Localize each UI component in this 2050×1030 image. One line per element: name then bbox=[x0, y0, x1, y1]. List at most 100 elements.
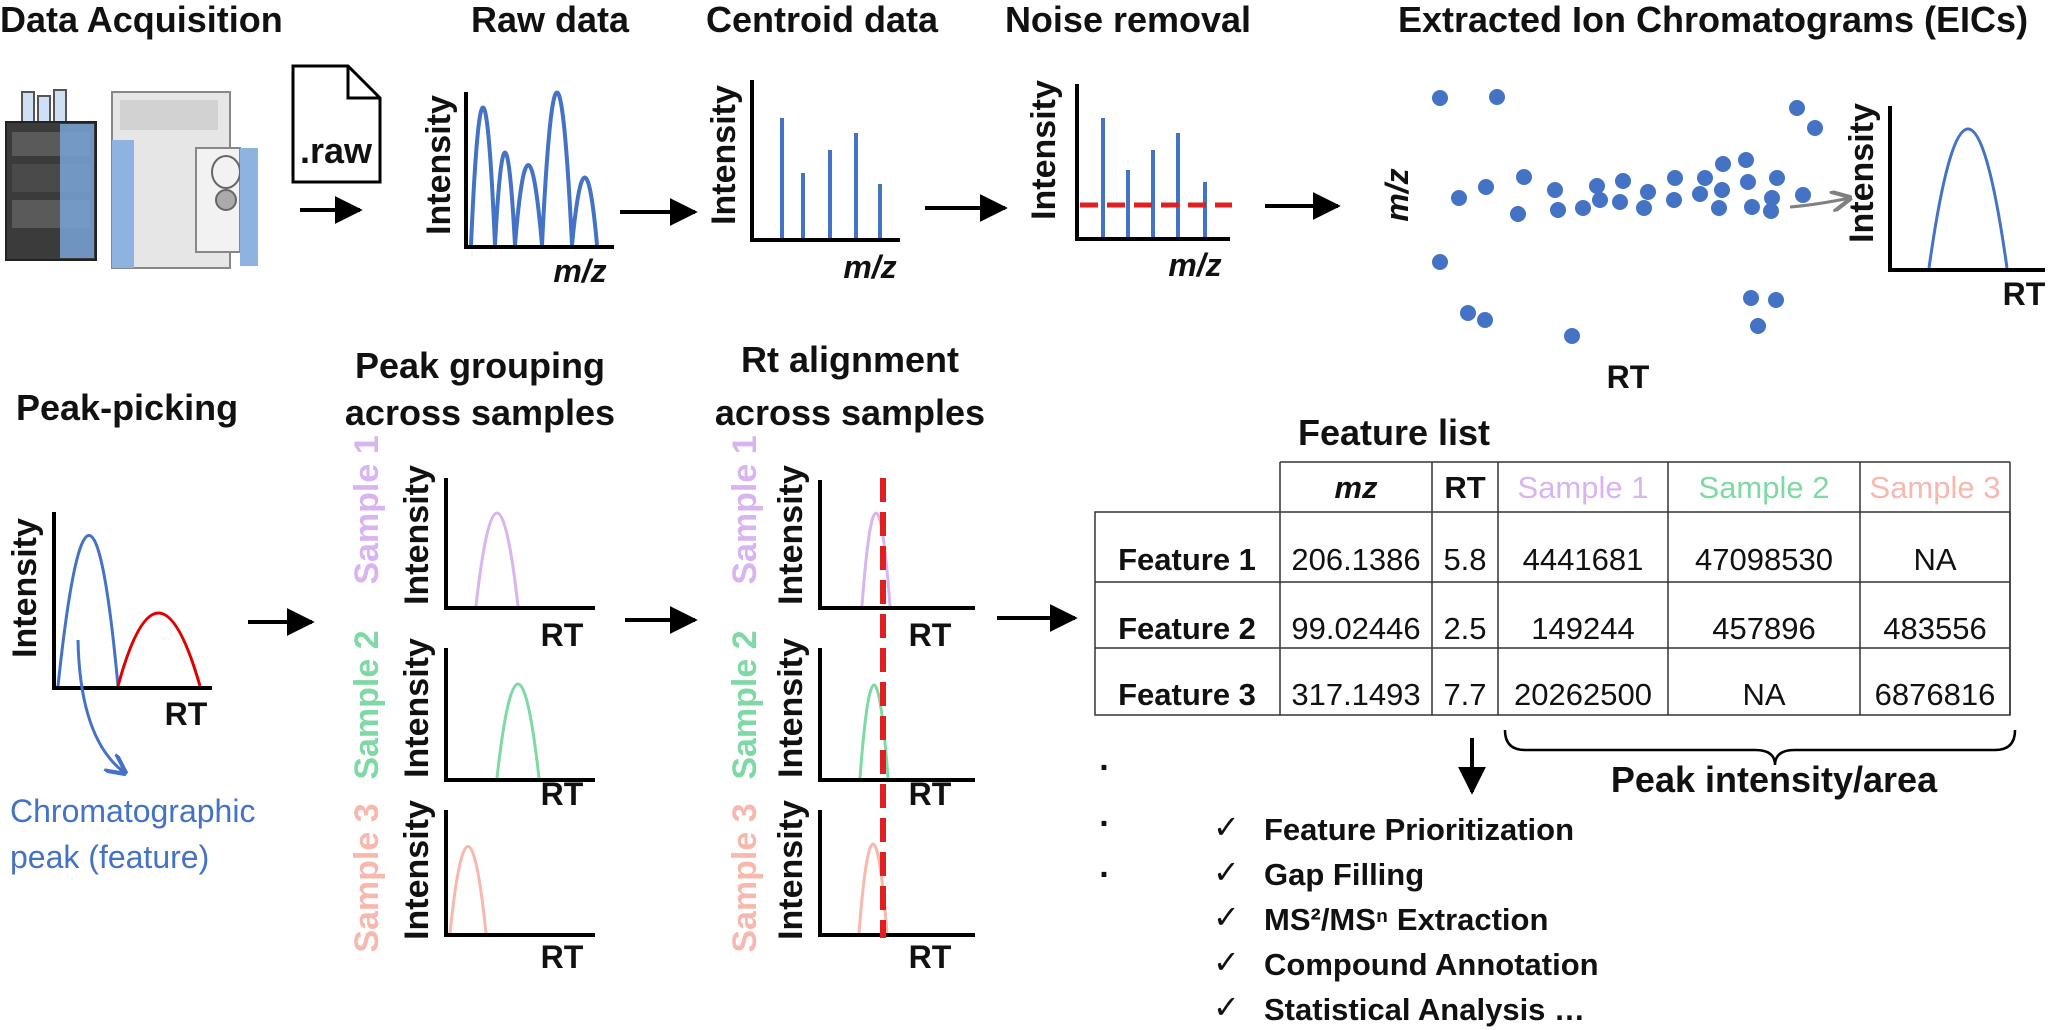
downstream-item: ✓ MS²/MSⁿ Extraction bbox=[1213, 899, 1548, 937]
step-title-noise: Noise removal bbox=[1005, 0, 1251, 40]
eic-chrom-x-axis-label: RT bbox=[2003, 276, 2046, 312]
centroid-y-axis-label: Intensity bbox=[705, 85, 743, 225]
table-cell-sample-2: 47098530 bbox=[1695, 542, 1833, 577]
eic-x-axis-label: RT bbox=[1607, 359, 1650, 395]
step-title-grouping-line1: Peak grouping bbox=[355, 345, 605, 386]
table-cell-sample-2: NA bbox=[1742, 677, 1785, 712]
grouping-s2-x-axis-label: RT bbox=[541, 776, 584, 812]
step-title-grouping-line2: across samples bbox=[345, 392, 615, 433]
alignment-s2-x-axis-label: RT bbox=[909, 776, 952, 812]
raw-file-label: .raw bbox=[300, 130, 373, 171]
step-title-acquisition: Data Acquisition bbox=[0, 0, 283, 40]
table-cell-rt: 2.5 bbox=[1443, 611, 1486, 646]
eic-chrom-peak bbox=[1927, 127, 2009, 269]
pp-annotation-line1: Chromatographic bbox=[10, 793, 255, 829]
alignment-sample-3-label: Sample 3 bbox=[726, 803, 764, 952]
feature-table bbox=[1094, 461, 2011, 716]
alignment-sample-1: Sample 1 Intensity RT bbox=[726, 435, 975, 653]
table-header-rt: RT bbox=[1444, 470, 1485, 505]
ellipsis-dot-2: . bbox=[1099, 796, 1108, 834]
table-row-label: Feature 1 bbox=[1118, 542, 1256, 577]
downstream-list: ✓ Feature Prioritization ✓ Gap Filling ✓… bbox=[1213, 809, 1599, 1027]
peak-intensity-brace bbox=[1503, 729, 2017, 766]
grouping-s3-peak bbox=[448, 845, 488, 934]
table-cell-sample-2: 457896 bbox=[1712, 611, 1815, 646]
feature-list-title: Feature list bbox=[1298, 412, 1490, 453]
noise-axes bbox=[1075, 84, 1230, 241]
centroid-x-axis-label: m/z bbox=[843, 249, 896, 285]
noise-y-axis-label: Intensity bbox=[1025, 80, 1063, 220]
alignment-s1-y-axis-label: Intensity bbox=[772, 465, 810, 605]
table-header-sample-1: Sample 1 bbox=[1518, 470, 1649, 505]
downstream-item-label: MS²/MSⁿ Extraction bbox=[1264, 902, 1548, 937]
eic-scatter-points bbox=[1432, 89, 1823, 344]
downstream-item-label: Gap Filling bbox=[1264, 857, 1424, 892]
lc-ms-instrument-icon bbox=[5, 89, 258, 269]
table-header-sample-3: Sample 3 bbox=[1870, 470, 2001, 505]
step-title-raw: Raw data bbox=[471, 0, 630, 40]
noise-sticks bbox=[1101, 118, 1207, 237]
alignment-s3-x-axis-label: RT bbox=[909, 939, 952, 975]
check-icon: ✓ bbox=[1213, 854, 1240, 890]
pp-axes bbox=[52, 512, 212, 690]
pp-y-axis-label: Intensity bbox=[6, 518, 44, 658]
pp-peak-blue bbox=[56, 534, 120, 687]
step-title-eic: Extracted Ion Chromatograms (EICs) bbox=[1398, 0, 2028, 40]
table-cell-mz: 206.1386 bbox=[1291, 542, 1420, 577]
raw-x-axis-label: m/z bbox=[553, 253, 606, 289]
table-row-3: Feature 3 317.1493 7.7 20262500 NA 68768… bbox=[1118, 677, 1995, 712]
downstream-item: ✓ Compound Annotation bbox=[1213, 944, 1599, 982]
raw-y-axis-label: Intensity bbox=[420, 95, 458, 235]
alignment-s1-peak bbox=[860, 511, 892, 607]
table-cell-sample-3: NA bbox=[1913, 542, 1956, 577]
raw-file-icon bbox=[291, 64, 382, 184]
table-cell-sample-1: 20262500 bbox=[1514, 677, 1652, 712]
grouping-s1-x-axis-label: RT bbox=[541, 617, 584, 653]
table-cell-sample-1: 4441681 bbox=[1523, 542, 1644, 577]
alignment-s2-y-axis-label: Intensity bbox=[772, 638, 810, 778]
downstream-item: ✓ Feature Prioritization bbox=[1213, 809, 1574, 847]
grouping-sample-3-label: Sample 3 bbox=[348, 803, 386, 952]
pp-feature-pointer bbox=[76, 639, 125, 773]
step-title-centroid: Centroid data bbox=[706, 0, 939, 40]
downstream-item-label: Compound Annotation bbox=[1264, 947, 1599, 982]
noise-x-axis-label: m/z bbox=[1168, 247, 1221, 283]
grouping-sample-2-label: Sample 2 bbox=[348, 630, 386, 779]
downstream-item: ✓ Gap Filling bbox=[1213, 854, 1424, 892]
table-row-label: Feature 3 bbox=[1118, 677, 1256, 712]
table-cell-sample-3: 6876816 bbox=[1875, 677, 1996, 712]
grouping-sample-2: Sample 2 Intensity RT bbox=[348, 630, 595, 812]
grouping-sample-3: Sample 3 Intensity RT bbox=[348, 800, 595, 975]
step-title-alignment-line1: Rt alignment bbox=[741, 339, 959, 380]
table-row-2: Feature 2 99.02446 2.5 149244 457896 483… bbox=[1118, 611, 1987, 646]
eic-chrom-axes bbox=[1888, 106, 2045, 272]
check-icon: ✓ bbox=[1213, 944, 1240, 980]
pp-peak-red bbox=[116, 611, 202, 687]
grouping-s3-x-axis-label: RT bbox=[541, 939, 584, 975]
grouping-s3-y-axis-label: Intensity bbox=[398, 800, 436, 940]
table-cell-sample-3: 483556 bbox=[1883, 611, 1986, 646]
table-cell-mz: 99.02446 bbox=[1291, 611, 1420, 646]
downstream-item: ✓ Statistical Analysis … bbox=[1213, 989, 1585, 1027]
table-row-1: Feature 1 206.1386 5.8 4441681 47098530 … bbox=[1118, 542, 1957, 577]
table-header-mz: mz bbox=[1334, 470, 1378, 505]
table-cell-sample-1: 149244 bbox=[1531, 611, 1634, 646]
grouping-s2-peak bbox=[495, 682, 541, 779]
centroid-sticks bbox=[780, 118, 882, 238]
table-header-sample-2: Sample 2 bbox=[1699, 470, 1830, 505]
check-icon: ✓ bbox=[1213, 809, 1240, 845]
grouping-s1-y-axis-label: Intensity bbox=[398, 465, 436, 605]
pp-annotation-line2: peak (feature) bbox=[10, 839, 209, 875]
table-cell-rt: 5.8 bbox=[1443, 542, 1486, 577]
alignment-sample-1-label: Sample 1 bbox=[726, 435, 764, 584]
table-cell-rt: 7.7 bbox=[1443, 677, 1486, 712]
grouping-s2-y-axis-label: Intensity bbox=[398, 638, 436, 778]
alignment-s3-y-axis-label: Intensity bbox=[772, 800, 810, 940]
ellipsis-dot-3: . bbox=[1099, 847, 1108, 885]
table-row-label: Feature 2 bbox=[1118, 611, 1256, 646]
ellipsis-dot-1: . bbox=[1099, 740, 1108, 778]
eic-chrom-y-axis-label: Intensity bbox=[1843, 103, 1881, 243]
downstream-item-label: Feature Prioritization bbox=[1264, 812, 1574, 847]
step-title-alignment-line2: across samples bbox=[715, 392, 985, 433]
